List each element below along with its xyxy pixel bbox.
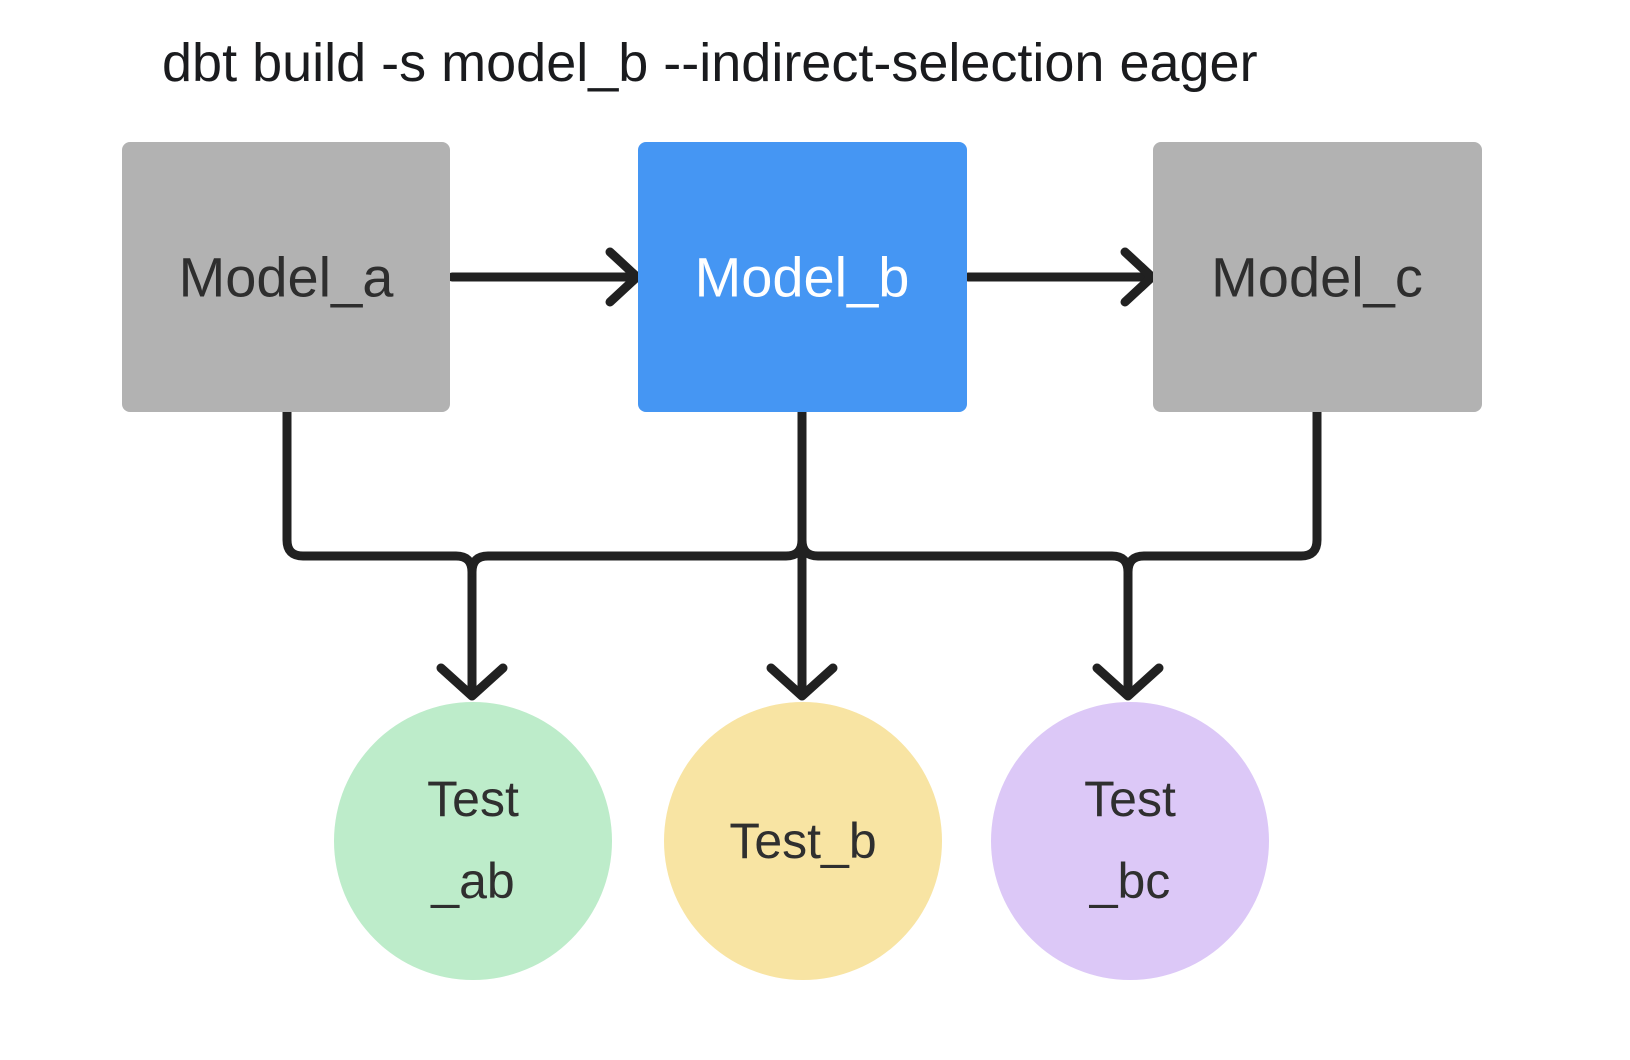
test-nodes: Test _ab Test_b Test _bc xyxy=(334,702,1269,980)
test-bc-node xyxy=(991,702,1269,980)
arrowhead-model-b-icon xyxy=(605,247,642,307)
arrowhead-model-c-icon xyxy=(1120,247,1157,307)
edge-bus-right-middle xyxy=(797,535,1133,695)
diagram-title: dbt build -s model_b --indirect-selectio… xyxy=(162,33,1258,93)
edge-bus-left-middle xyxy=(467,535,807,577)
test-bc-label-line1: Test xyxy=(1084,771,1176,827)
arrowhead-test-bc-icon xyxy=(1092,663,1164,701)
arrowhead-test-b-icon xyxy=(766,663,838,701)
model-a-node xyxy=(122,142,450,412)
edge-model-a-to-bus xyxy=(282,407,477,695)
arrowhead-test-ab-icon xyxy=(436,663,508,701)
test-ab-node xyxy=(334,702,612,980)
model-b-label: Model_b xyxy=(695,246,910,309)
test-ab-label-line1: Test xyxy=(427,771,519,827)
model-c-node xyxy=(1153,142,1482,412)
model-a-label: Model_a xyxy=(179,246,395,309)
test-b-label: Test_b xyxy=(729,813,876,869)
edge-bus-to-model-c xyxy=(1123,407,1322,577)
model-b-node xyxy=(638,142,967,412)
connector-edges xyxy=(282,247,1322,701)
model-nodes: Model_a Model_b Model_c xyxy=(122,142,1482,412)
test-b-node xyxy=(664,702,942,980)
model-c-label: Model_c xyxy=(1211,246,1423,309)
test-ab-label-line2: _ab xyxy=(430,853,514,909)
test-bc-label-line2: _bc xyxy=(1089,853,1171,909)
